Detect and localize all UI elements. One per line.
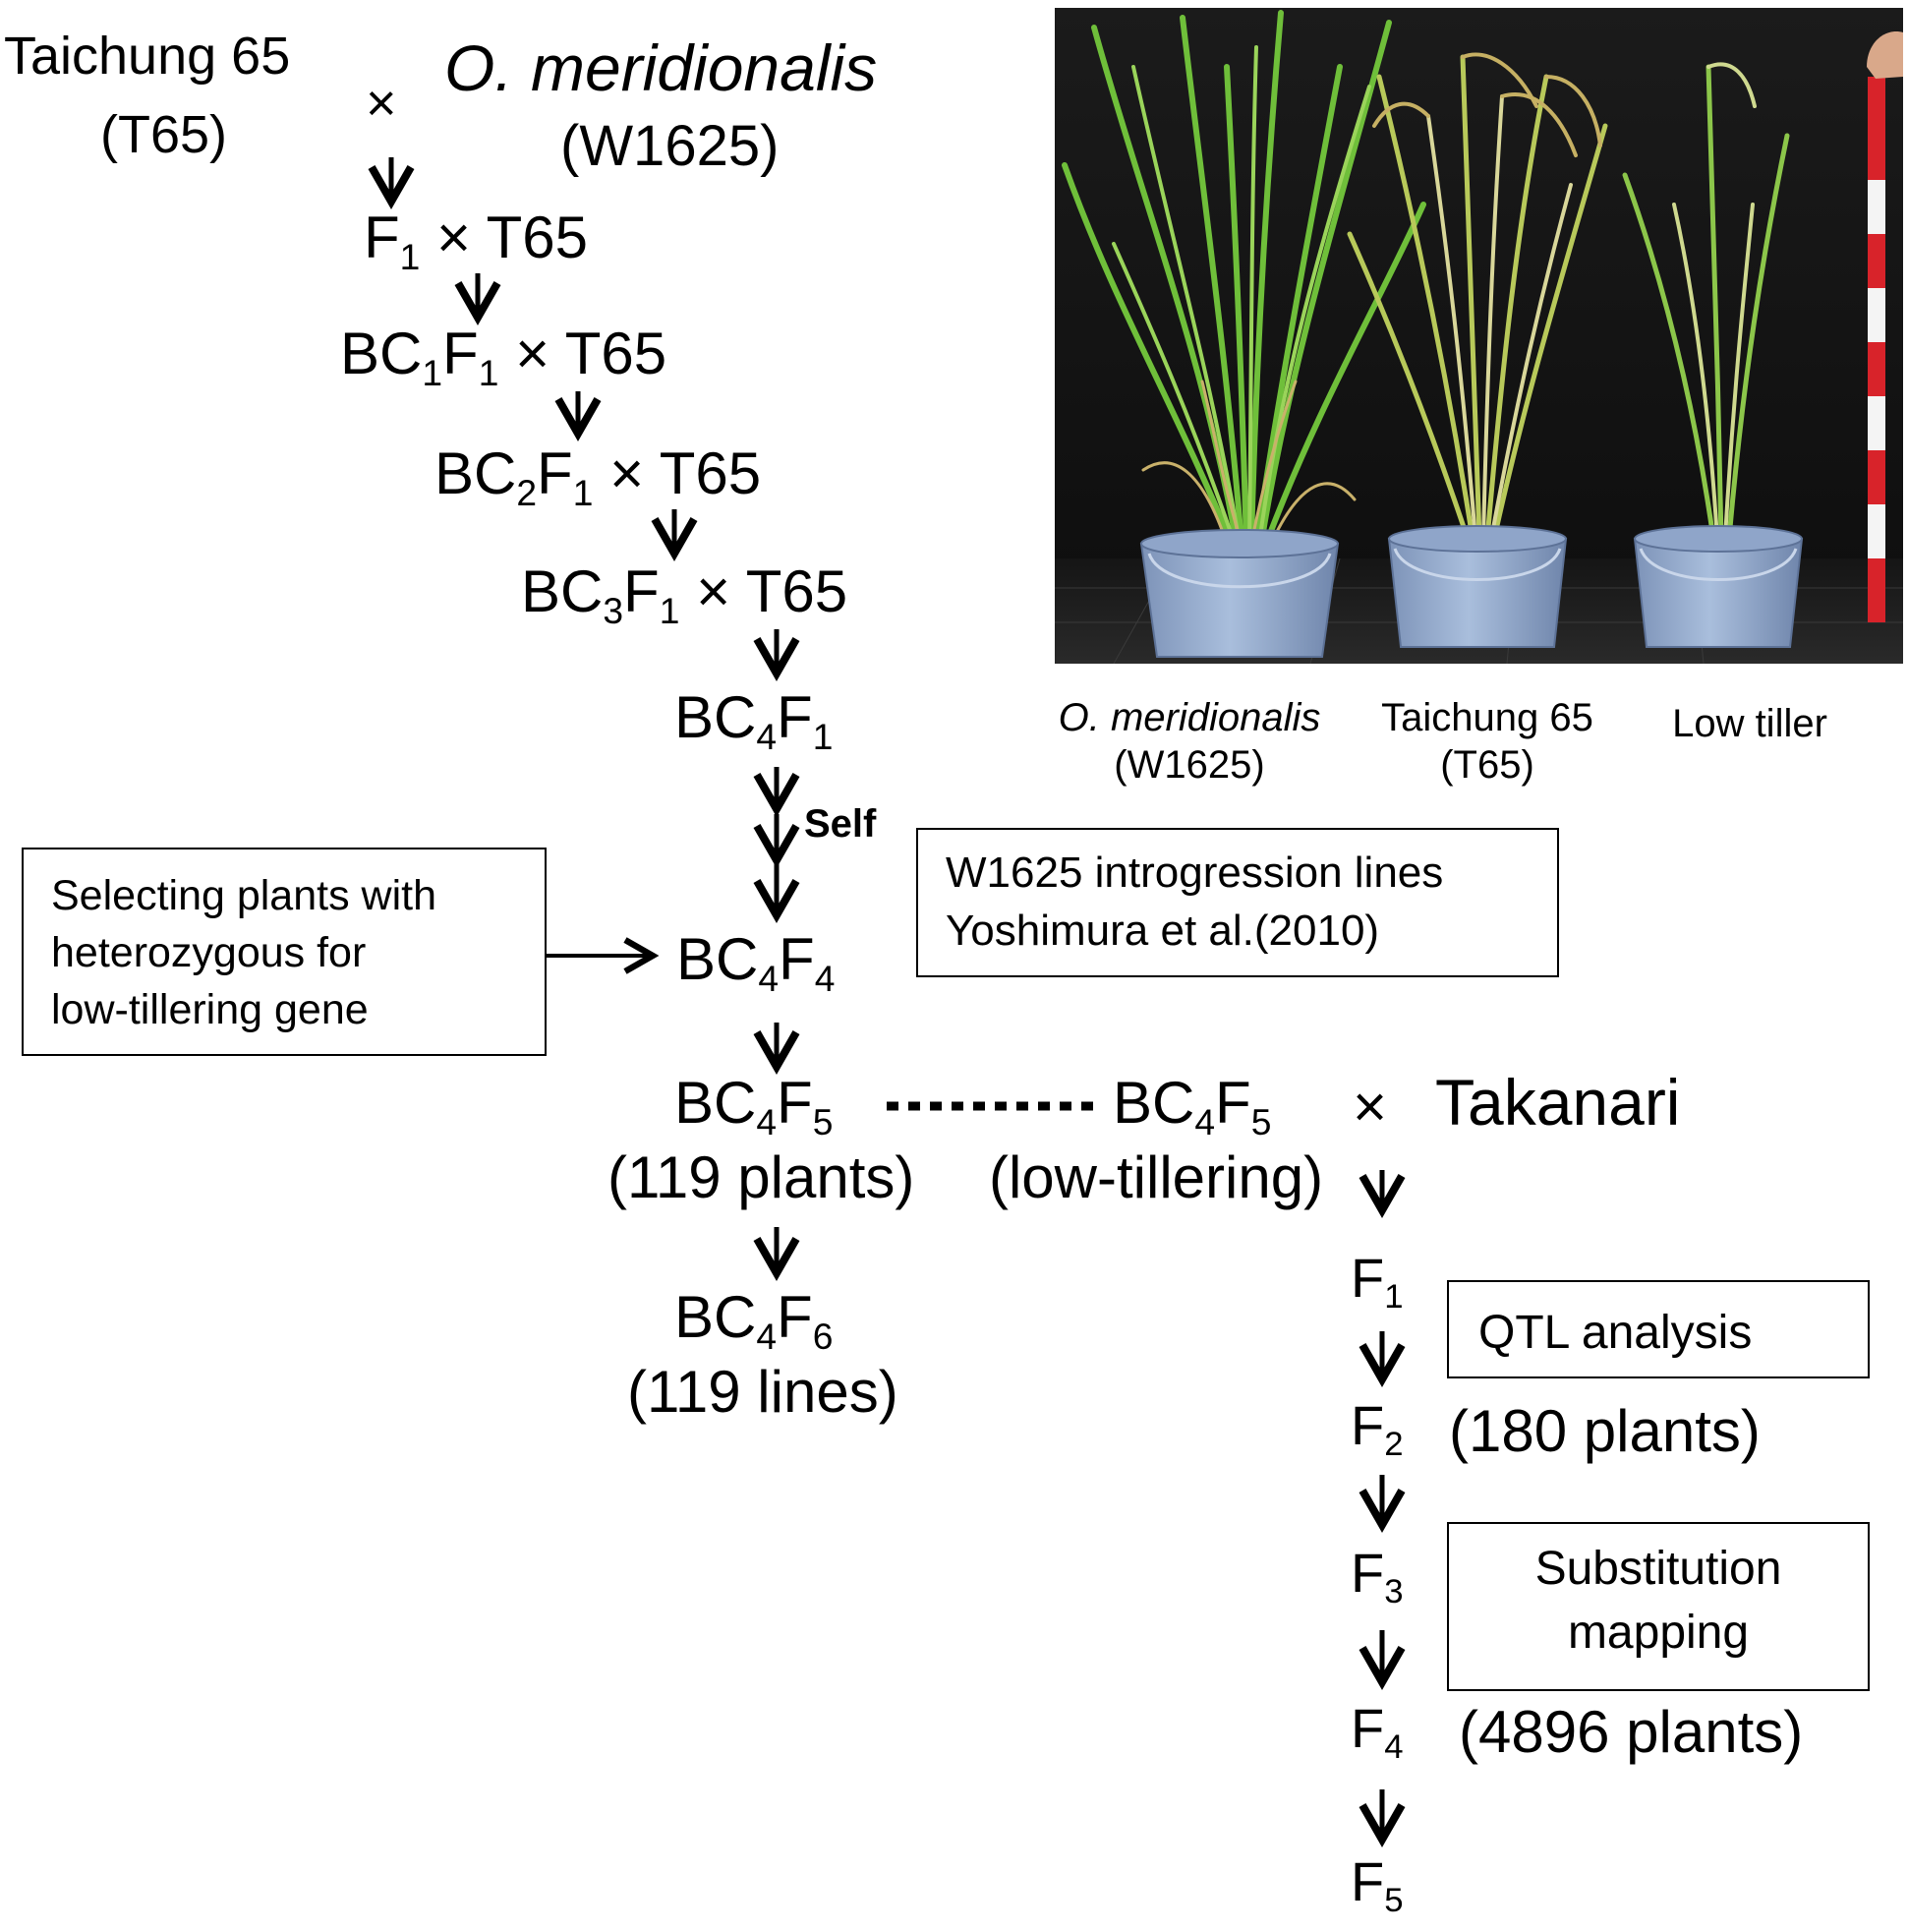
photo-label-1: O. meridionalis (W1625): [1042, 694, 1337, 789]
gen-bc4f5-left: BC4F5: [674, 1070, 834, 1142]
photo-label-2-code: (T65): [1440, 743, 1534, 787]
gen-r-f5: F5: [1351, 1850, 1404, 1920]
f2-plants-count: (180 plants): [1449, 1398, 1761, 1464]
photo-label-2-name: Taichung 65: [1381, 696, 1593, 739]
gen-bc4f5-right: BC4F5: [1113, 1070, 1272, 1142]
plant-photo: [1055, 8, 1903, 664]
gen-bc1f1: BC1F1 × T65: [340, 321, 667, 393]
gen-r-f4: F4: [1351, 1697, 1404, 1767]
f4-plants-count: (4896 plants): [1459, 1699, 1804, 1765]
plant-3-leaves: [1622, 62, 1790, 542]
gen-r-f1: F1: [1351, 1247, 1404, 1317]
parent-1-name: Taichung 65: [4, 27, 291, 86]
substitution-mapping-box: Substitution mapping: [1447, 1522, 1870, 1691]
gen-bc4f1: BC4F1: [674, 684, 834, 757]
gen-f1: F1 × T65: [364, 205, 589, 277]
substitution-mapping-text: Substitution mapping: [1534, 1543, 1782, 1659]
parent-1-code: (T65): [100, 105, 228, 164]
bc4f5-plants-count: (119 plants): [607, 1144, 915, 1210]
bc4f6-lines-count: (119 lines): [627, 1359, 898, 1425]
gen-bc4f6: BC4F6: [674, 1284, 834, 1357]
plant-1-leaves: [1062, 10, 1426, 547]
parent-2-code: (W1625): [560, 114, 780, 178]
gen-r-f3: F3: [1351, 1542, 1404, 1611]
gen-r-f2: F2: [1351, 1394, 1404, 1464]
gen-bc2f1: BC2F1 × T65: [434, 440, 762, 513]
self-label: Self: [804, 802, 877, 846]
introgression-box: W1625 introgression lines Yoshimura et a…: [916, 828, 1559, 977]
takanari-label: Takanari: [1435, 1066, 1681, 1139]
plant-2-leaves: [1347, 52, 1608, 542]
photo-label-1-name: O. meridionalis: [1058, 696, 1321, 739]
qtl-analysis-box: QTL analysis: [1447, 1280, 1870, 1378]
plant-photo-drawing: [1055, 8, 1903, 664]
selecting-box-text: Selecting plants with heterozygous for l…: [51, 872, 436, 1034]
selecting-box: Selecting plants with heterozygous for l…: [22, 848, 547, 1056]
parent-cross-symbol: ×: [366, 74, 397, 133]
qtl-analysis-label: QTL analysis: [1478, 1307, 1753, 1359]
low-tillering-label: (low-tillering): [989, 1144, 1324, 1210]
takanari-cross: ×: [1353, 1074, 1388, 1140]
photo-label-2: Taichung 65 (T65): [1345, 694, 1630, 789]
introgression-box-text: W1625 introgression lines Yoshimura et a…: [946, 849, 1444, 956]
parent-2-name: O. meridionalis: [444, 31, 878, 104]
photo-label-3: Low tiller: [1672, 702, 1827, 745]
gen-bc4f4: BC4F4: [676, 926, 836, 999]
gen-bc3f1: BC3F1 × T65: [521, 558, 848, 631]
measuring-pole: [1868, 77, 1885, 622]
photo-label-1-code: (W1625): [1114, 743, 1265, 787]
